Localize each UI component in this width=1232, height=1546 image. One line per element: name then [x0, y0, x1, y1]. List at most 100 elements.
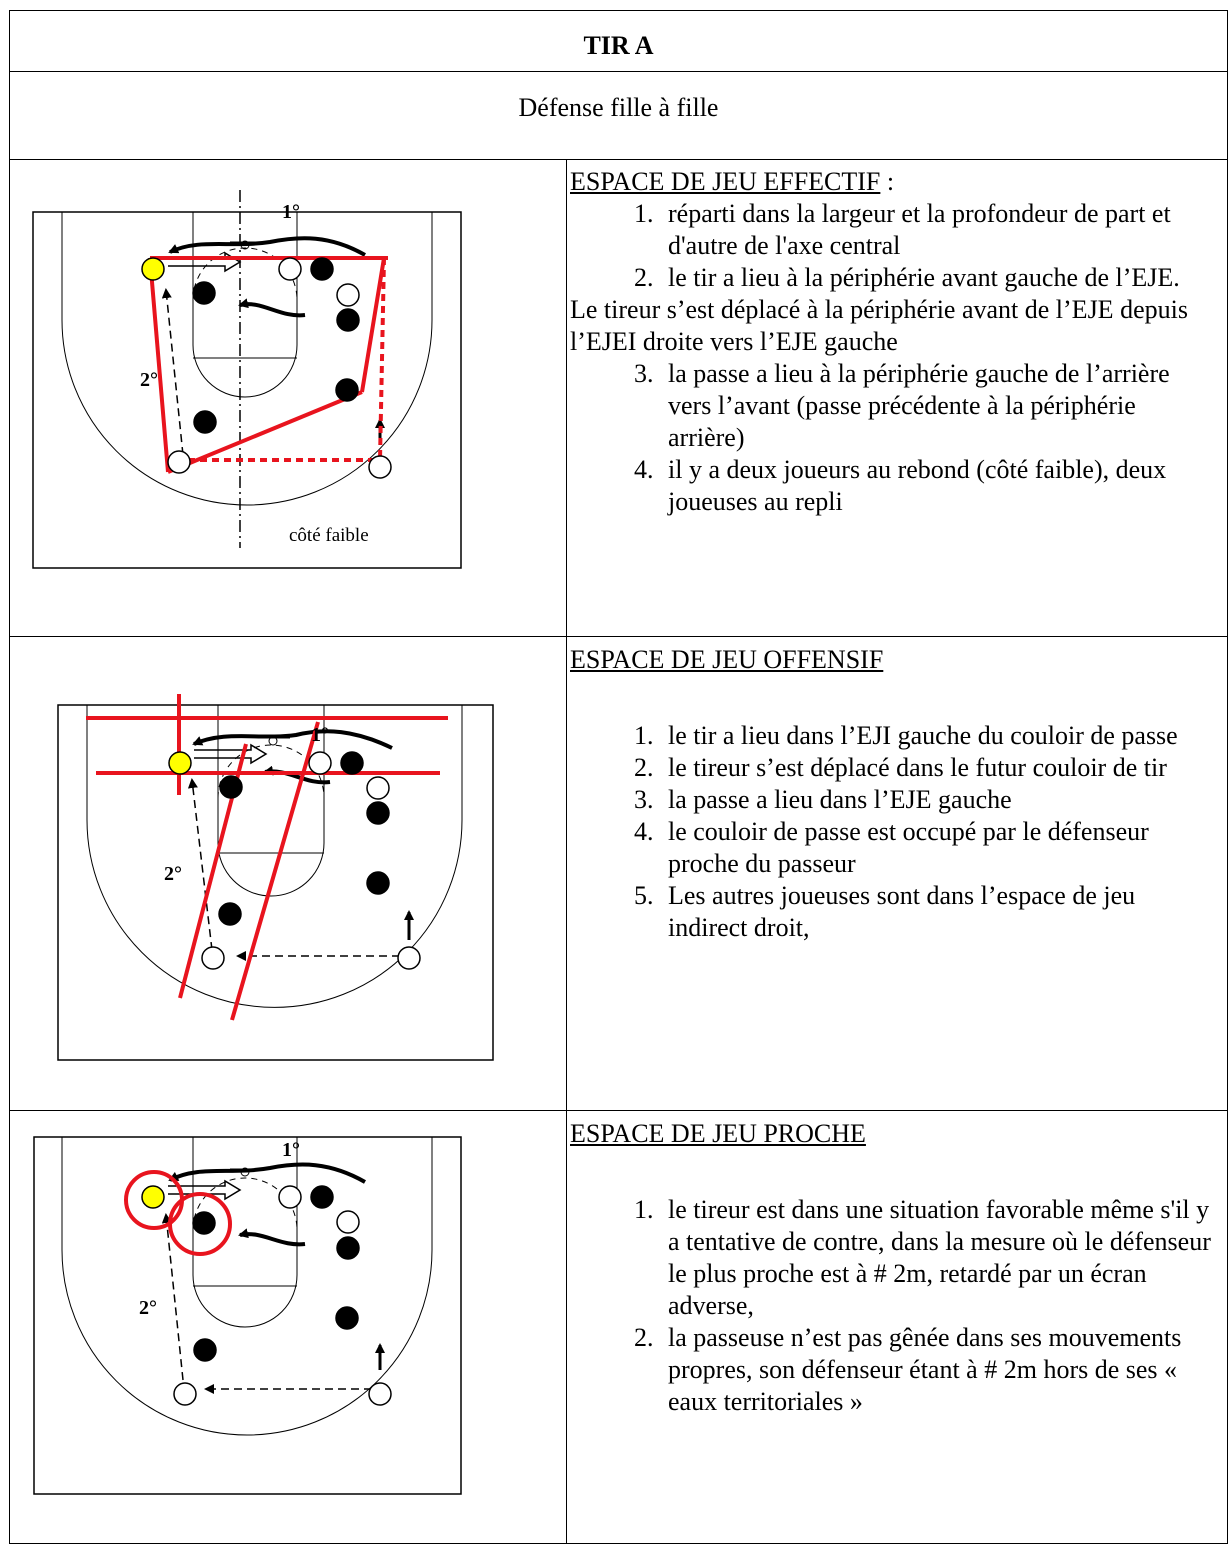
heading-suffix: :: [880, 167, 895, 196]
movement-arrow: [238, 298, 306, 318]
attacker: [368, 455, 392, 479]
three-point-arc: [61, 1137, 433, 1436]
players-offensif: [168, 751, 421, 970]
label-1: 1°: [282, 201, 300, 223]
label-2: 2°: [164, 863, 182, 885]
defender: [366, 871, 390, 895]
table-divider: [10, 159, 1227, 160]
attacker: [366, 776, 390, 800]
table-divider: [10, 71, 1227, 72]
section-heading-proche: ESPACE DE JEU PROCHE: [570, 1119, 866, 1148]
zone-line: [360, 257, 386, 393]
court-diagram-effectif: [32, 190, 462, 569]
caption-cote-faible: côté faible: [289, 525, 369, 546]
pass-arrow: [161, 288, 184, 456]
pass-arrow: [187, 778, 213, 951]
defender: [219, 775, 243, 799]
defender: [366, 801, 390, 825]
section-offensif-text: ESPACE DE JEU OFFENSIF le tir a lieu dan…: [570, 644, 1218, 944]
shooter-player: [141, 257, 165, 281]
list-item: le tir a lieu dans l’EJI gauche du coulo…: [660, 720, 1218, 752]
defender: [336, 308, 360, 332]
movement-arrow: [192, 729, 393, 750]
label-2: 2°: [140, 369, 158, 391]
key-lane: [192, 212, 298, 398]
attacker: [167, 450, 191, 474]
list-item: Les autres joueuses sont dans l’espace d…: [660, 880, 1218, 944]
attacker: [336, 283, 360, 307]
movement-arrow: [168, 1162, 366, 1184]
label-1: 1°: [282, 1139, 300, 1161]
free-throw-arc: [192, 1177, 298, 1231]
players-proche: [141, 1185, 392, 1406]
list-item: le tireur est dans une situation favorab…: [660, 1194, 1218, 1322]
free-throw-arc: [192, 247, 298, 301]
screen-arrow: [194, 743, 268, 765]
screen-arrow: [168, 1179, 242, 1201]
court-diagram-offensif: [57, 704, 494, 1061]
defender: [193, 410, 217, 434]
list-item: le tir a lieu à la périphérie avant gauc…: [660, 262, 1218, 294]
paragraph: Le tireur s’est déplacé à la périphérie …: [570, 295, 1188, 356]
court-border: [33, 1136, 462, 1495]
list-item: la passe a lieu à la périphérie gauche d…: [660, 358, 1218, 454]
attacker: [308, 751, 332, 775]
column-divider: [566, 159, 567, 1543]
defender: [218, 902, 242, 926]
zone-line: [148, 257, 170, 473]
section-proche-text: ESPACE DE JEU PROCHE le tireur est dans …: [570, 1118, 1218, 1418]
key-lane: [192, 1137, 298, 1328]
section-effectif-text: ESPACE DE JEU EFFECTIF : réparti dans la…: [570, 166, 1218, 518]
label-2: 2°: [139, 1297, 157, 1319]
attacker: [278, 257, 302, 281]
attacker: [368, 1382, 392, 1406]
shooter-player: [168, 751, 192, 775]
attacker: [173, 1382, 197, 1406]
defender: [340, 751, 364, 775]
players-effectif: [141, 257, 392, 479]
defender: [310, 257, 334, 281]
shooter-player: [141, 1185, 165, 1209]
defender: [192, 1211, 216, 1235]
section-heading-effectif: ESPACE DE JEU EFFECTIF: [570, 167, 881, 196]
list-item: le tireur s’est déplacé dans le futur co…: [660, 752, 1218, 784]
zones-offensif: [86, 694, 448, 1021]
zones-effectif: [148, 256, 388, 474]
defender: [310, 1185, 334, 1209]
subtitle: Défense fille à fille: [518, 93, 719, 122]
table-divider: [10, 1110, 1227, 1111]
defender: [193, 1338, 217, 1362]
table-divider: [10, 636, 1227, 637]
three-point-arc: [61, 212, 433, 506]
defender: [336, 1236, 360, 1260]
defender: [335, 378, 359, 402]
list-item: le couloir de passe est occupé par le dé…: [660, 816, 1218, 880]
tir-a-table: TIR A Défense fille à fille: [9, 10, 1228, 1544]
zone-line: [378, 257, 386, 461]
court-diagram-proche: [33, 1136, 462, 1495]
list-item: la passeuse n’est pas gênée dans ses mou…: [660, 1322, 1218, 1418]
attacker: [201, 946, 225, 970]
list-item: la passe a lieu dans l’EJE gauche: [660, 784, 1218, 816]
list-item: il y a deux joueurs au rebond (côté faib…: [660, 454, 1218, 518]
label-1: 1°: [311, 724, 329, 746]
section-heading-offensif: ESPACE DE JEU OFFENSIF: [570, 645, 884, 674]
list-item: réparti dans la largeur et la profondeur…: [660, 198, 1218, 262]
key-lane: [217, 705, 325, 897]
court-border: [57, 704, 494, 1061]
defender: [335, 1306, 359, 1330]
pass-arrow: [161, 1213, 184, 1381]
movement-arrow: [238, 1228, 306, 1247]
defender-zone-circle: [168, 1192, 232, 1256]
free-throw-arc: [217, 744, 325, 799]
page-title: TIR A: [583, 31, 654, 60]
three-point-arc: [86, 705, 463, 1008]
zones-proche: [124, 1170, 232, 1256]
movement-arrow: [168, 236, 366, 257]
court-border: [32, 211, 462, 569]
zone-line: [230, 721, 320, 1021]
attacker: [397, 946, 421, 970]
attacker: [336, 1210, 360, 1234]
defender: [192, 281, 216, 305]
